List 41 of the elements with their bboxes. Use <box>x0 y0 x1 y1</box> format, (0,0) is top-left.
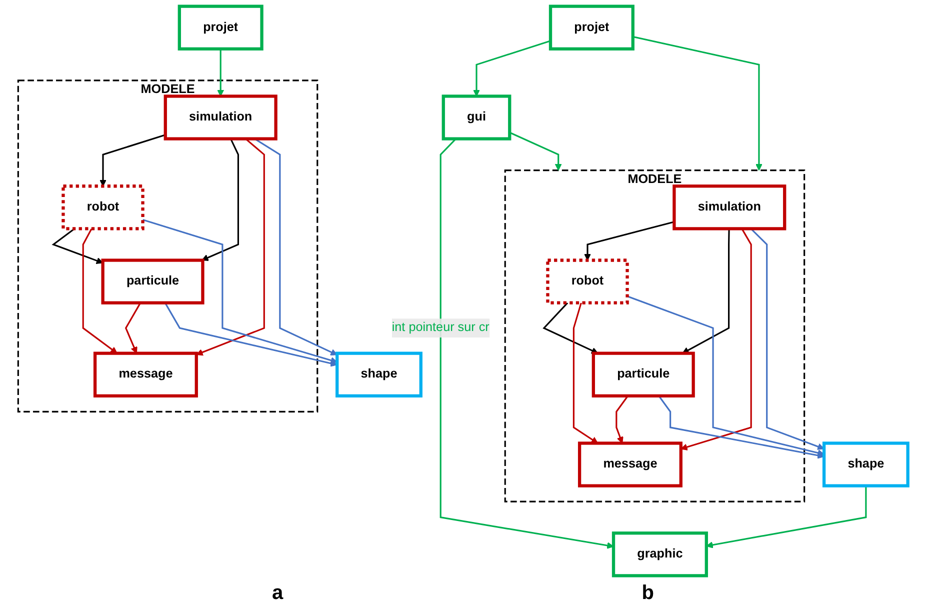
node-box: robot <box>546 258 629 304</box>
panel-label: b <box>642 582 654 606</box>
node-box: particule <box>592 352 695 398</box>
arrow <box>82 228 118 354</box>
arrow <box>750 228 824 450</box>
arrow <box>52 228 104 264</box>
node-box: message <box>578 442 682 488</box>
node-box: simulation <box>672 184 786 230</box>
arrow <box>584 221 674 261</box>
node-box: graphic <box>612 532 708 578</box>
node-box: projet <box>178 4 264 50</box>
arrow <box>217 48 224 97</box>
arrow <box>124 302 142 354</box>
arrow <box>509 132 562 171</box>
arrow <box>202 138 239 261</box>
arrow <box>254 138 338 356</box>
arrow <box>542 302 598 354</box>
arrow <box>142 219 338 364</box>
arrow <box>627 296 824 456</box>
arrow <box>100 134 166 186</box>
edge-label: int pointeur sur cr <box>392 320 490 334</box>
node-box: robot <box>62 184 144 230</box>
arrow <box>473 40 551 97</box>
arrow <box>572 302 598 444</box>
node-box: gui <box>442 94 512 140</box>
node-box: message <box>93 352 198 398</box>
panel-label: a <box>272 582 284 606</box>
arrow <box>680 228 752 450</box>
arrow <box>616 395 629 444</box>
node-box: simulation <box>164 94 278 140</box>
arrow <box>706 486 867 548</box>
arrow <box>440 138 614 549</box>
arrow <box>196 138 265 356</box>
arrow <box>682 228 730 354</box>
arrow <box>658 395 824 459</box>
arrow <box>632 36 762 171</box>
arrow <box>164 302 338 367</box>
node-box: shape <box>336 352 422 398</box>
node-box: particule <box>101 258 204 304</box>
node-box: projet <box>548 4 634 50</box>
node-box: shape <box>822 442 910 488</box>
